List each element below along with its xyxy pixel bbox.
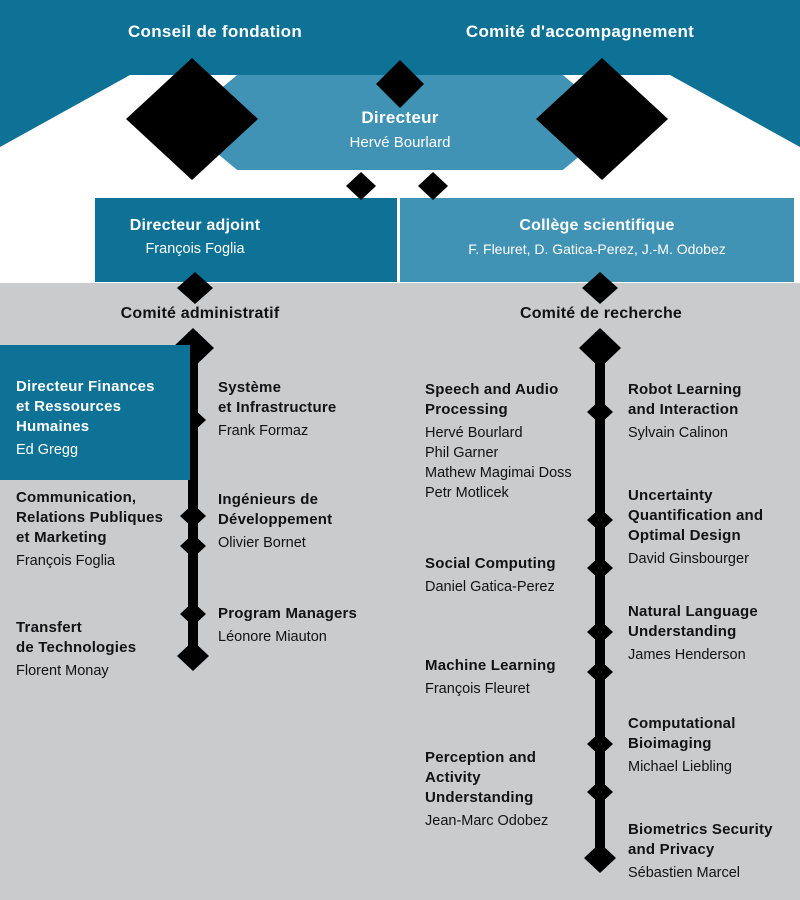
director-name: Hervé Bourlard [349, 134, 451, 151]
org-item-title: Social Computing [425, 555, 556, 572]
org-item-title: Biometrics Security and Privacy [628, 821, 773, 858]
org-item-speech-audio: Speech and Audio Processing Hervé Bourla… [425, 380, 587, 503]
director-title: Directeur [361, 108, 439, 127]
org-item-robot-learning: Robot Learning and Interaction Sylvain C… [628, 380, 798, 443]
admin-committee-heading: Comité administratif [120, 305, 280, 322]
deputy-director-title: Directeur adjoint [129, 217, 261, 234]
org-item-dev-engineers: Ingénieurs de Développement Olivier Born… [218, 490, 393, 553]
finance-hr-title: Directeur Finances et Ressources Humaine… [16, 378, 155, 435]
deputy-director-box: Directeur adjoint François Foglia [95, 198, 397, 282]
foundation-council-title: Conseil de fondation [127, 22, 303, 41]
org-item-title: Robot Learning and Interaction [628, 381, 742, 418]
org-item-title: Communication, Relations Publiques et Ma… [16, 489, 164, 546]
top-band-left-slant [0, 75, 130, 147]
org-item-uncertainty-quantification: Uncertainty Quantification and Optimal D… [628, 486, 798, 569]
org-item-social-computing: Social Computing Daniel Gatica-Perez [425, 554, 587, 597]
org-item-names: Michael Liebling [628, 759, 732, 775]
org-item-title: Système et Infrastructure [218, 379, 337, 416]
finance-hr-box: Directeur Finances et Ressources Humaine… [0, 345, 190, 480]
org-item-title: Natural Language Understanding [628, 603, 758, 640]
org-item-computational-bioimaging: Computational Bioimaging Michael Lieblin… [628, 714, 798, 777]
diamond-connector-below-director-right [418, 172, 448, 200]
org-item-title: Computational Bioimaging [628, 715, 736, 752]
org-item-names: James Henderson [628, 647, 746, 663]
org-item-perception-activity: Perception and Activity Understanding Je… [425, 748, 587, 831]
org-item-name: François Foglia [16, 553, 116, 569]
org-item-system-infrastructure: Système et Infrastructure Frank Formaz [218, 378, 393, 441]
org-item-natural-language: Natural Language Understanding James Hen… [628, 602, 798, 665]
org-item-names: Jean-Marc Odobez [425, 813, 549, 829]
org-item-name: Olivier Bornet [218, 535, 306, 551]
org-item-names: Sébastien Marcel [628, 865, 741, 881]
diamond-connector-below-director-left [346, 172, 376, 200]
org-item-title: Machine Learning [425, 657, 556, 674]
org-item-biometrics-security: Biometrics Security and Privacy Sébastie… [628, 820, 798, 883]
org-item-communication: Communication, Relations Publiques et Ma… [16, 488, 184, 571]
org-item-title: Speech and Audio Processing [425, 381, 559, 418]
scientific-college-box: Collège scientifique F. Fleuret, D. Gati… [400, 198, 794, 282]
org-item-title: Transfert de Technologies [16, 619, 137, 656]
org-item-names: Sylvain Calinon [628, 425, 728, 441]
top-band-right-slant [670, 75, 800, 147]
scientific-college-title: Collège scientifique [519, 217, 675, 234]
scientific-college-names: F. Fleuret, D. Gatica-Perez, J.-M. Odobe… [468, 241, 726, 257]
org-item-tech-transfer: Transfert de Technologies Florent Monay [16, 618, 184, 681]
admin-connector-line [188, 332, 198, 662]
org-item-names: Hervé Bourlard Phil Garner Mathew Magima… [425, 425, 572, 501]
support-committee-title: Comité d'accompagnement [465, 22, 695, 41]
org-item-names: Daniel Gatica-Perez [425, 579, 555, 595]
org-item-title: Perception and Activity Understanding [425, 749, 537, 806]
org-item-name: Frank Formaz [218, 423, 309, 439]
org-item-name: Léonore Miauton [218, 629, 327, 645]
org-item-title: Uncertainty Quantification and Optimal D… [628, 487, 764, 544]
org-item-names: David Ginsbourger [628, 551, 749, 567]
finance-hr-name: Ed Gregg [16, 442, 79, 458]
org-item-title: Program Managers [218, 605, 358, 622]
research-connector-line [595, 332, 605, 862]
org-item-machine-learning: Machine Learning François Fleuret [425, 656, 587, 699]
org-item-program-managers: Program Managers Léonore Miauton [218, 604, 393, 647]
org-item-name: Florent Monay [16, 663, 109, 679]
research-committee-heading: Comité de recherche [519, 305, 683, 322]
deputy-director-name: François Foglia [145, 241, 245, 257]
org-item-names: François Fleuret [425, 681, 530, 697]
org-item-title: Ingénieurs de Développement [218, 491, 333, 528]
